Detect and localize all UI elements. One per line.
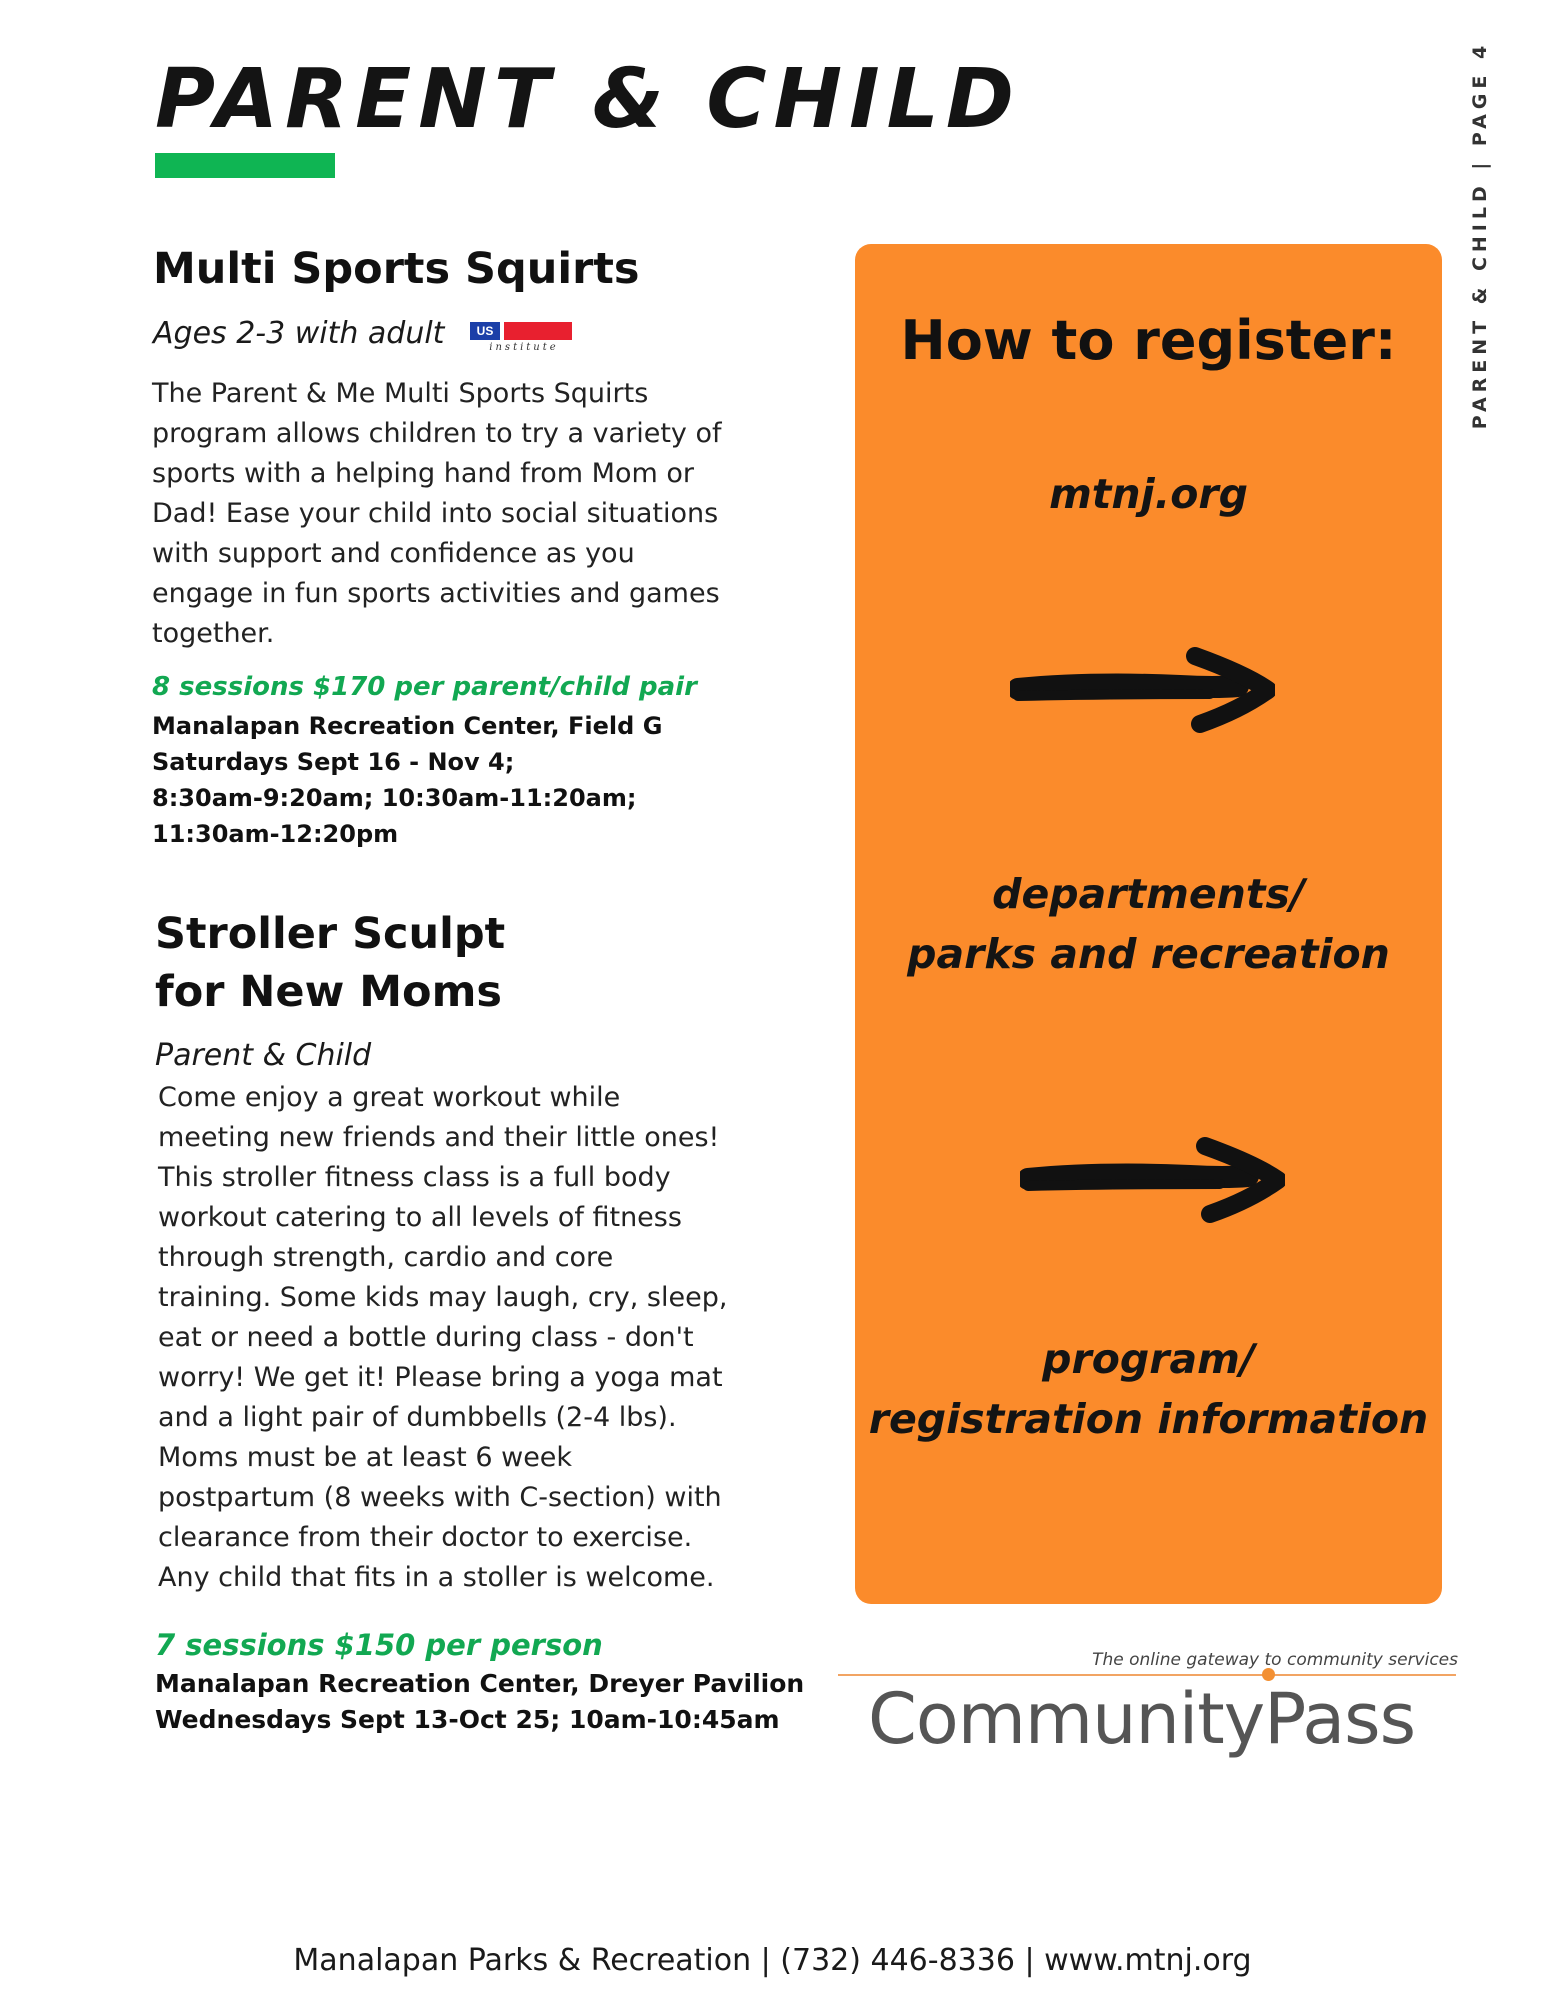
detail-line: Manalapan Recreation Center, Field G [152, 712, 663, 740]
arrow-right-icon [1010, 647, 1275, 733]
page-footer: Manalapan Parks & Recreation | (732) 446… [293, 1943, 1252, 1978]
community-pass-tagline: The online gateway to community services [1092, 1650, 1458, 1670]
program-description-multi-sports: The Parent & Me Multi Sports Squirts pro… [152, 378, 722, 649]
us-logo-red-bar [504, 322, 572, 340]
page-title: PARENT & CHILD [155, 52, 1021, 147]
detail-line: Saturdays Sept 16 - Nov 4; [152, 748, 515, 776]
community-pass-rule [838, 1674, 1456, 1676]
detail-line: Manalapan Recreation Center, Dreyer Pavi… [155, 1669, 805, 1698]
arrow-right-icon [1020, 1137, 1285, 1223]
us-institute-logo: US institute [470, 322, 575, 356]
program-title-stroller-sculpt: Stroller Sculpt for New Moms [155, 905, 505, 1021]
register-step-line: departments/ [992, 870, 1305, 918]
register-step-website: mtnj.org [1049, 470, 1248, 518]
program-details-multi-sports: Manalapan Recreation Center, Field G Sat… [152, 708, 662, 852]
program-title-multi-sports: Multi Sports Squirts [153, 244, 640, 294]
detail-line: 8:30am-9:20am; 10:30am-11:20am; [152, 784, 637, 812]
program-description-stroller: Come enjoy a great workout while meeting… [158, 1082, 728, 1593]
program-title-line: for New Moms [155, 967, 503, 1018]
program-subtitle-ages: Ages 2-3 with adult [153, 316, 445, 351]
register-step-departments: departments/ parks and recreation [855, 864, 1442, 984]
community-pass-logo: The online gateway to community services… [838, 1640, 1458, 1760]
detail-line: Wednesdays Sept 13-Oct 25; 10am-10:45am [155, 1705, 780, 1734]
us-logo-word: institute [489, 342, 559, 353]
register-step-line: program/ [1042, 1335, 1255, 1383]
side-page-label: PARENT & CHILD | PAGE 4 [1460, 40, 1500, 430]
register-step-program: program/ registration information [855, 1329, 1442, 1449]
program-title-line: Stroller Sculpt [155, 909, 506, 959]
side-page-label-text: PARENT & CHILD | PAGE 4 [1469, 40, 1492, 430]
community-pass-dot-icon [1262, 1668, 1275, 1681]
detail-line: 11:30am-12:20pm [152, 820, 399, 848]
register-step-line: registration information [868, 1395, 1429, 1443]
program-subtitle-parent-child: Parent & Child [155, 1038, 372, 1073]
register-step-line: parks and recreation [907, 930, 1390, 978]
us-logo-badge: US [470, 322, 500, 340]
program-price-multi-sports: 8 sessions $170 per parent/child pair [152, 672, 697, 702]
register-heading: How to register: [900, 309, 1397, 372]
register-panel: How to register: mtnj.org departments/ p… [855, 244, 1442, 1604]
program-details-stroller: Manalapan Recreation Center, Dreyer Pavi… [155, 1666, 804, 1738]
program-price-stroller: 7 sessions $150 per person [155, 1628, 603, 1662]
community-pass-wordmark: CommunityPass [868, 1678, 1416, 1760]
title-underline [155, 153, 335, 178]
